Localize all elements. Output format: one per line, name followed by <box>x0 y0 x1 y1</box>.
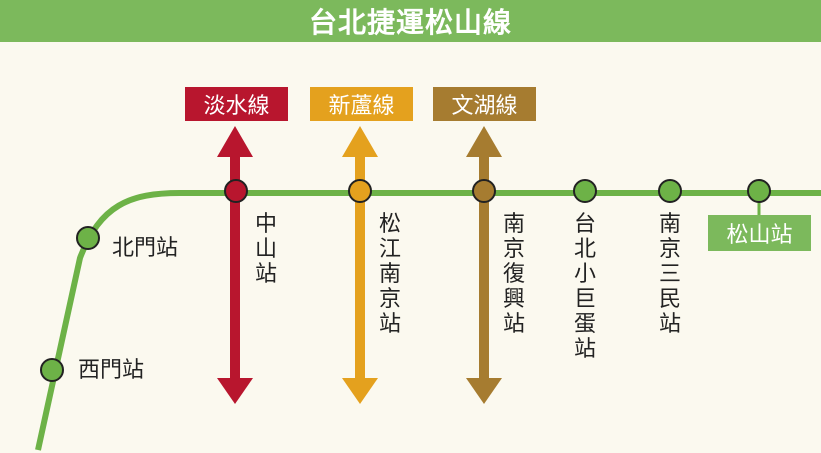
station-marker-songjiang-nanjing <box>348 179 372 203</box>
songshan-line-track <box>35 190 821 451</box>
station-marker-nanjing-sanmin <box>658 179 682 203</box>
station-label-songjiang-nanjing: 松江南京站 <box>378 212 401 337</box>
station-marker-beimen <box>76 226 100 250</box>
station-label-taipei-arena: 台北小巨蛋站 <box>573 212 596 362</box>
line-label-xinlu: 新蘆線 <box>310 87 413 121</box>
tamsui-line-arrow <box>217 126 253 404</box>
station-label-ximen: 西門站 <box>78 358 145 383</box>
map-title: 台北捷運松山線 <box>0 0 821 42</box>
station-marker-taipei-arena <box>573 179 597 203</box>
wenhu-line-arrow <box>466 126 502 404</box>
station-label-nanjing-sanmin: 南京三民站 <box>658 212 681 337</box>
xinlu-line-arrow <box>342 126 378 404</box>
line-label-wenhu: 文湖線 <box>433 87 536 121</box>
station-marker-nanjing-fuxing <box>472 179 496 203</box>
station-label-beimen: 北門站 <box>112 236 179 261</box>
station-label-songshan: 松山站 <box>708 215 811 251</box>
station-marker-ximen <box>40 358 64 382</box>
station-label-zhongshan: 中山站 <box>254 212 277 287</box>
station-marker-zhongshan <box>224 179 248 203</box>
station-marker-songshan <box>747 179 771 203</box>
line-label-tamsui: 淡水線 <box>185 87 288 121</box>
station-label-nanjing-fuxing: 南京復興站 <box>502 212 525 337</box>
